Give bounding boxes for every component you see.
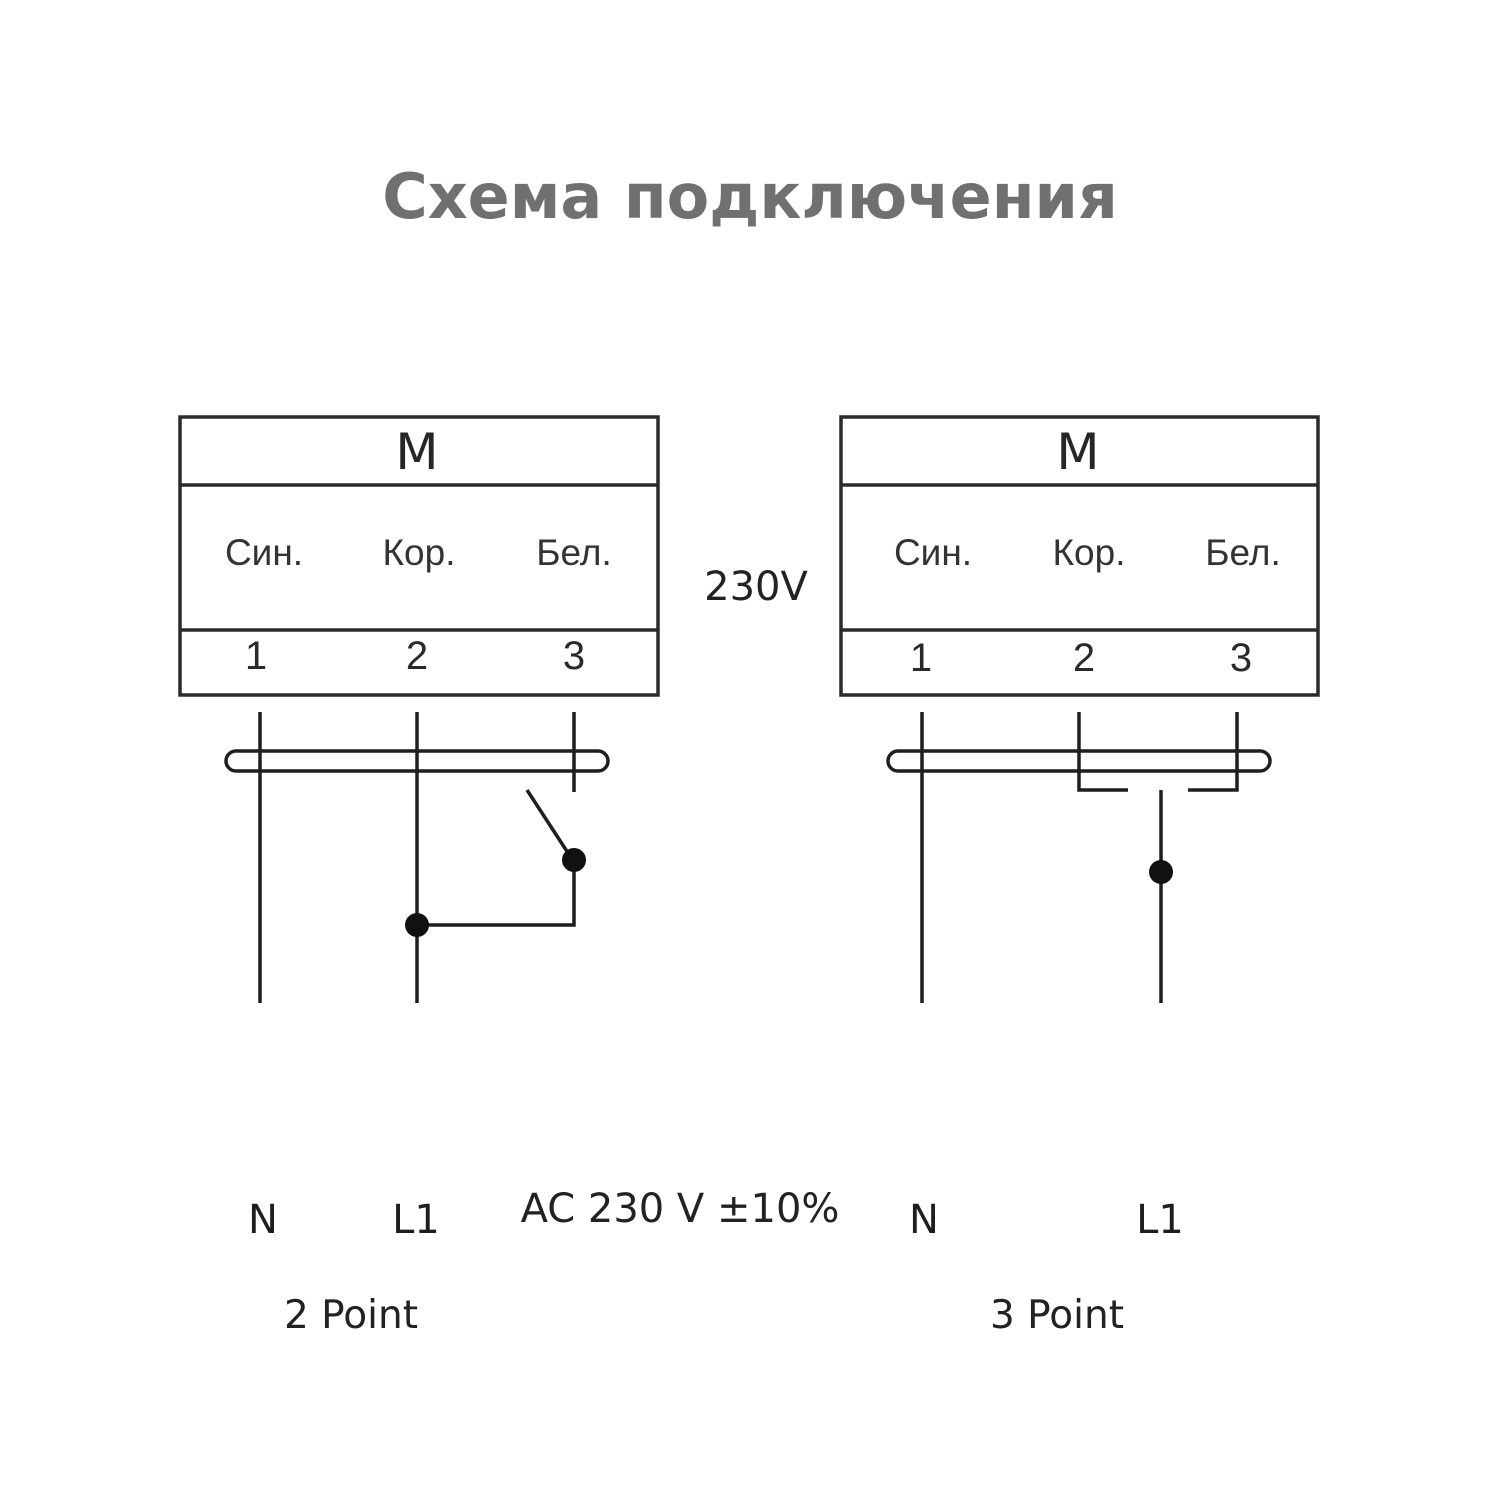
left-junction-l1 [405,913,429,937]
right-wire-3-hook [1188,712,1239,792]
left-switch-contact [562,848,586,872]
left-mode-label: 2 Point [284,1293,418,1338]
left-switch-bridge [417,860,576,927]
right-device: M Син. Кор. Бел. 1 2 3 [839,415,1320,1003]
left-line-l1: L1 [392,1197,440,1243]
right-mode-label: 3 Point [990,1293,1124,1338]
right-wire-color-brown: Кор. [1053,532,1126,573]
left-terminal-1: 1 [245,634,267,678]
right-wire-2-hook [1077,712,1128,792]
left-line-n: N [248,1197,278,1243]
right-terminal-2: 2 [1073,636,1095,680]
right-device-box [839,415,1320,697]
left-terminal-2: 2 [406,634,428,678]
supply-spec: AC 230 V ±10% [521,1186,840,1232]
right-junction-l1 [1149,860,1173,884]
left-wire-color-brown: Кор. [383,532,456,573]
left-device: M Син. Кор. Бел. 1 2 3 [178,415,660,1003]
right-terminal-3: 3 [1230,636,1252,680]
right-terminal-1: 1 [910,636,932,680]
right-line-l1: L1 [1136,1197,1184,1243]
right-motor-label: M [1056,423,1099,481]
left-switch-blade [525,789,572,857]
left-device-box [178,415,660,697]
diagram-title: Схема подключения [382,160,1118,233]
right-line-n: N [909,1197,939,1243]
right-wire-color-white: Бел. [1205,532,1281,573]
left-motor-label: M [395,423,438,481]
voltage-label: 230V [704,564,808,610]
left-wire-color-white: Бел. [536,532,612,573]
left-terminal-3: 3 [563,634,585,678]
right-wire-color-blue: Син. [894,532,972,573]
left-wire-color-blue: Син. [225,532,303,573]
